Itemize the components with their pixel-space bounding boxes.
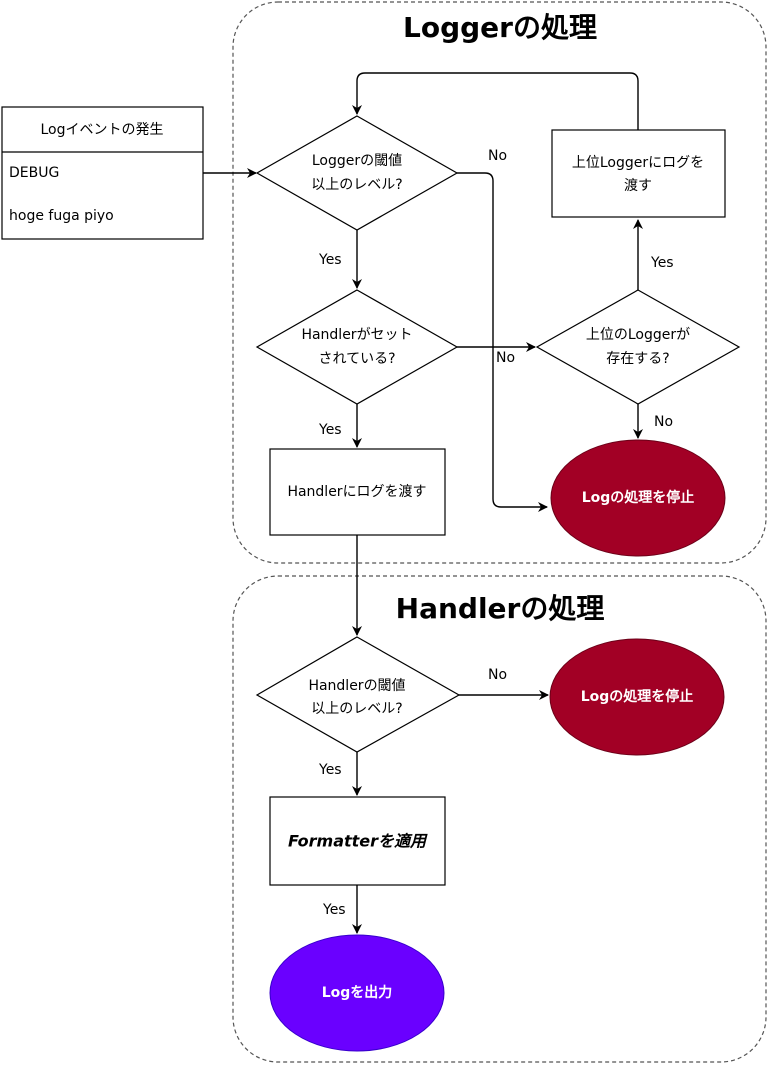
handler-group-title: Handlerの処理	[396, 592, 605, 625]
apply-formatter-box: Formatterを適用	[269, 796, 446, 886]
svg-text:Logの処理を停止: Logの処理を停止	[582, 489, 695, 506]
svg-text:上位Loggerにログを: 上位Loggerにログを	[572, 155, 704, 171]
log-event-level: DEBUG	[9, 165, 59, 181]
svg-text:上位のLoggerが: 上位のLoggerが	[586, 327, 690, 343]
edge-loop-back	[352, 72, 639, 130]
handler-set-decision: Handlerがセット されている?	[255, 289, 459, 405]
edge-label-yes: Yes	[318, 762, 342, 778]
svg-text:Handlerにログを渡す: Handlerにログを渡す	[287, 484, 426, 500]
edge-label-yes: Yes	[318, 422, 342, 438]
svg-text:されている?: されている?	[318, 351, 395, 367]
edge-label-no: No	[496, 350, 515, 366]
log-event-box: Logイベントの発生 DEBUG hoge fuga piyo	[1, 106, 204, 240]
stop-handler-terminal: Logの処理を停止	[549, 638, 725, 756]
svg-text:Loggerの閾値: Loggerの閾値	[312, 153, 402, 169]
svg-text:以上のレベル?: 以上のレベル?	[311, 701, 402, 717]
svg-text:Logの処理を停止: Logの処理を停止	[581, 688, 694, 705]
handler-threshold-decision: Handlerの閾値 以上のレベル?	[255, 636, 461, 753]
edge-label-no: No	[654, 414, 673, 430]
svg-text:Formatterを適用: Formatterを適用	[288, 832, 428, 851]
stop-logger-terminal: Logの処理を停止	[550, 439, 726, 557]
pass-to-parent-box: 上位Loggerにログを 渡す	[551, 129, 726, 218]
edge-label-no: No	[488, 148, 507, 164]
logger-group-title: Loggerの処理	[403, 11, 597, 44]
edges	[203, 72, 643, 934]
svg-text:存在する?: 存在する?	[606, 351, 669, 367]
logger-group	[232, 1, 767, 564]
edge-label-yes: Yes	[322, 902, 346, 918]
svg-text:渡す: 渡す	[624, 178, 652, 194]
svg-text:以上のレベル?: 以上のレベル?	[311, 177, 402, 193]
parent-logger-exists-decision: 上位のLoggerが 存在する?	[535, 289, 741, 405]
log-event-header: Logイベントの発生	[40, 122, 163, 138]
edge-label-no: No	[488, 667, 507, 683]
svg-text:Logを出力: Logを出力	[322, 984, 393, 1001]
edge-label-yes: Yes	[318, 252, 342, 268]
logger-threshold-decision: Loggerの閾値 以上のレベル?	[255, 115, 459, 231]
svg-text:Handlerがセット: Handlerがセット	[301, 327, 412, 343]
pass-to-handler-box: Handlerにログを渡す	[269, 448, 446, 536]
svg-text:Handlerの閾値: Handlerの閾値	[308, 678, 405, 694]
log-output-terminal: Logを出力	[269, 934, 445, 1052]
log-event-message: hoge fuga piyo	[9, 208, 114, 224]
edge-no-1	[457, 172, 548, 512]
edge-label-yes: Yes	[650, 255, 674, 271]
